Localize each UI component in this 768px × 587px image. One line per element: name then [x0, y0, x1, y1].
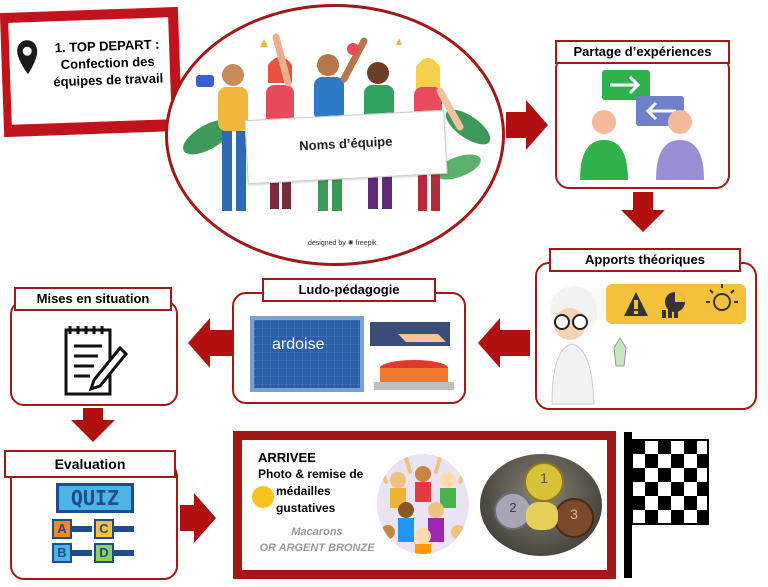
- start-line3: équipes de travail: [53, 70, 164, 90]
- evaluation-header: Evaluation: [4, 450, 176, 478]
- arrow-left-1: [500, 330, 530, 356]
- crowd-illustration: [377, 454, 469, 554]
- quiz-option-d: D: [94, 543, 114, 563]
- arrow-down-1: [633, 192, 653, 210]
- arrivee-sub2: OR ARGENT BRONZE: [259, 542, 375, 554]
- ardoise-label: ardoise: [272, 336, 325, 353]
- map-pin-icon: [17, 40, 38, 75]
- macaron-silver: [494, 492, 532, 530]
- arrow-left-1-head: [478, 318, 500, 368]
- quiz-option-c-bar: [114, 526, 134, 532]
- arrow-right-1-head: [526, 100, 548, 150]
- macaron-photo: 1 2 3: [480, 454, 602, 556]
- quiz-option-b-bar: [72, 550, 92, 556]
- partage-header: Partage d’expériences: [555, 40, 730, 64]
- arrivee-line2: médailles: [276, 484, 331, 498]
- quiz-option-a: A: [52, 519, 72, 539]
- macaron-yellow: [526, 502, 558, 530]
- clipboard-pen-icon: [64, 326, 129, 396]
- arrivee-line1: Photo & remise de: [258, 467, 364, 481]
- ardoise-board: ardoise: [250, 316, 364, 392]
- start-box: 1. TOP DEPART : Confection des équipes d…: [0, 6, 183, 138]
- quiz-option-a-bar: [72, 526, 92, 532]
- arrivee-title: ARRIVEE: [258, 450, 316, 465]
- arrow-left-2-head: [188, 318, 210, 368]
- macaron-gold: [524, 462, 564, 502]
- arrow-right-1: [506, 112, 526, 138]
- medal-label-2: 2: [509, 500, 517, 515]
- quiz-option-c: C: [94, 519, 114, 539]
- medal-label-1: 1: [540, 470, 548, 486]
- checkered-flag-icon: [624, 432, 709, 578]
- arrow-right-2: [180, 505, 194, 531]
- arrivee-sub1: Macarons: [291, 526, 343, 538]
- medal-label-3: 3: [570, 506, 578, 522]
- apports-header: Apports théoriques: [549, 248, 741, 272]
- macaron-bronze: [554, 498, 594, 538]
- buzzer-icon: [370, 322, 454, 390]
- arrow-down-2: [83, 408, 103, 420]
- start-box-inner: 1. TOP DEPART : Confection des équipes d…: [8, 17, 172, 125]
- team-oval: Noms d’équipe designed by ✺ freepik: [165, 4, 505, 266]
- arrow-left-2: [210, 330, 232, 356]
- arrow-right-2-head: [194, 493, 216, 543]
- arrow-down-1-head: [621, 210, 665, 232]
- quiz-title: QUIZ: [56, 483, 134, 513]
- team-banner: Noms d’équipe: [244, 109, 448, 185]
- quiz-option-d-bar: [114, 550, 134, 556]
- arrow-down-2-head: [71, 420, 115, 442]
- ludo-header: Ludo-pédagogie: [262, 278, 436, 302]
- arrivee-line3: gustatives: [276, 501, 336, 515]
- mises-header: Mises en situation: [14, 287, 172, 311]
- smiley-icon: [252, 486, 274, 508]
- freepik-credit: designed by ✺ freepik: [308, 240, 377, 247]
- team-banner-label: Noms d’équipe: [298, 133, 393, 154]
- professor-icon: [550, 284, 746, 405]
- quiz-option-b: B: [52, 543, 72, 563]
- sharing-icon: [580, 70, 704, 180]
